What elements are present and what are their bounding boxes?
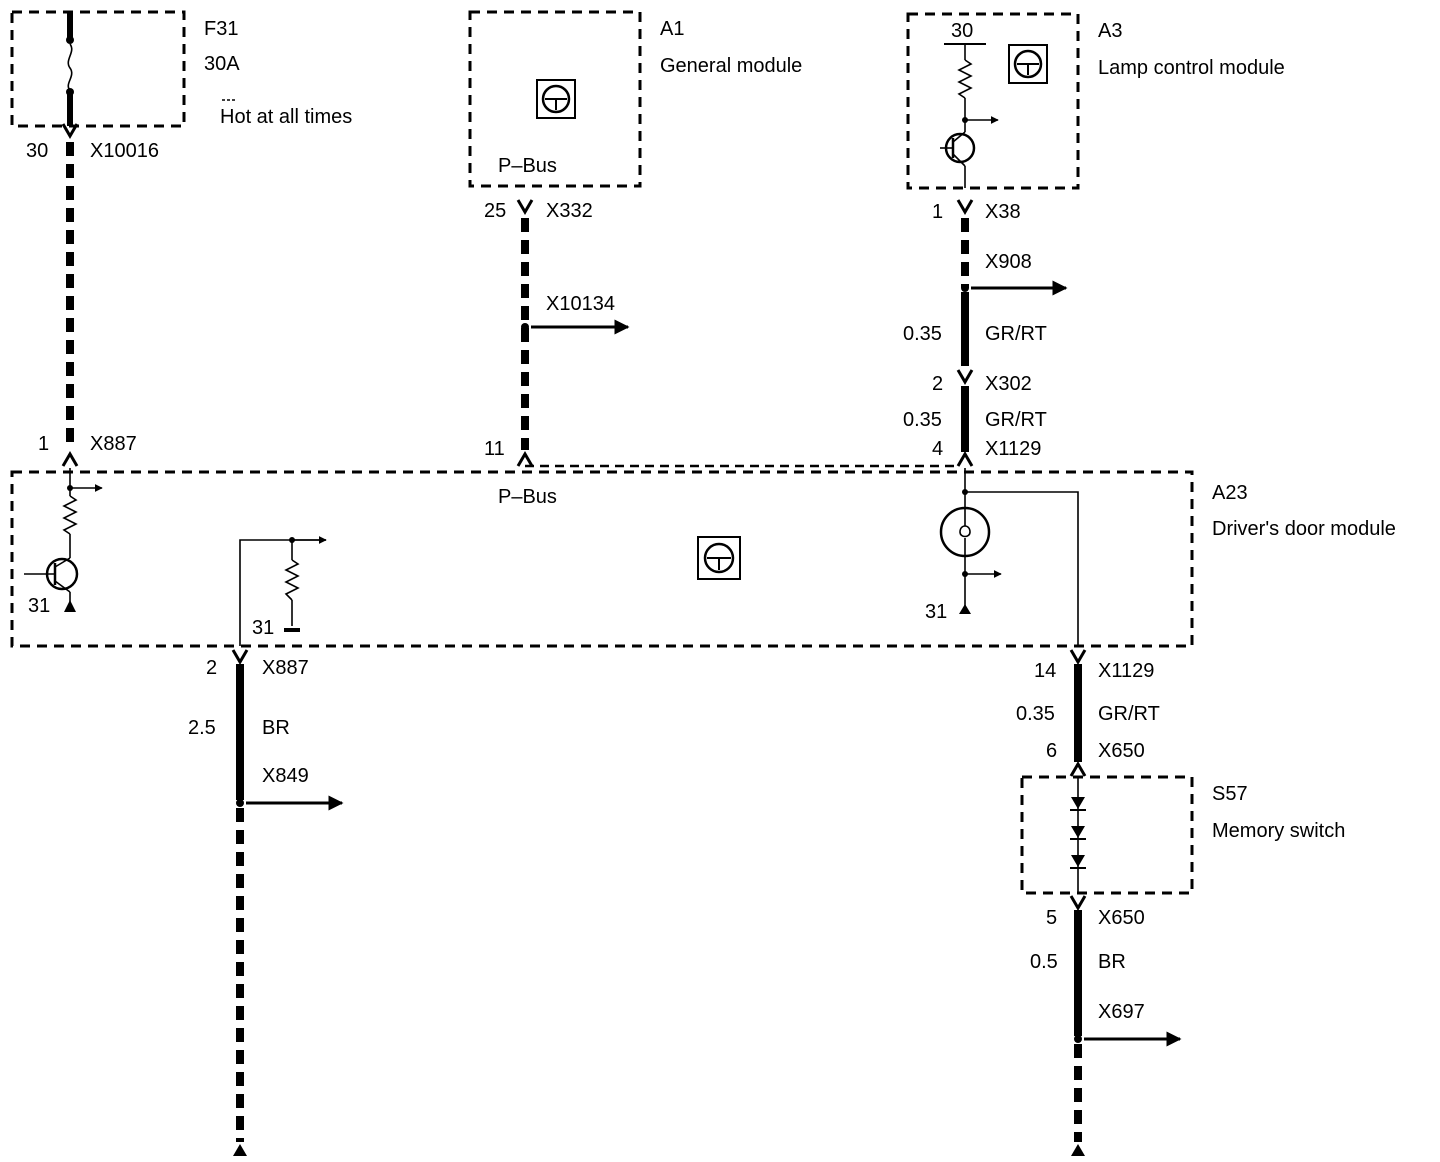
transistor-icon	[940, 131, 976, 167]
module-a1: P–Bus A1 General module	[468, 10, 802, 188]
fuse-f31-note: Hot at all times	[220, 106, 352, 128]
module-a3-id: A3	[1098, 20, 1122, 42]
ground-icon	[959, 604, 971, 614]
ground-left-label: 31	[28, 595, 50, 617]
connector-x38-pin: 1	[932, 201, 943, 223]
connector-x887-in-name: X887	[90, 433, 137, 455]
module-a23: P–Bus A23 Driver's door module 31 31	[10, 464, 1396, 648]
ground-mid-label: 31	[252, 617, 274, 639]
splice-x908-label: X908	[985, 251, 1032, 273]
splice-x10134-label: X10134	[546, 293, 615, 315]
wire-2-color: GR/RT	[985, 409, 1047, 431]
diode-icon	[1070, 826, 1086, 840]
connector-x1129-out-pin: 14	[1034, 660, 1056, 682]
module-a23-name: Driver's door module	[1212, 518, 1396, 540]
connector-x332-name: X332	[546, 200, 593, 222]
connector-x10016-name: X10016	[90, 140, 159, 162]
connector-x1129-out	[1069, 649, 1087, 665]
module-a1-name: General module	[660, 55, 802, 77]
connector-x650-out	[1069, 895, 1087, 911]
connector-x887-in	[61, 451, 79, 467]
module-a3-name: Lamp control module	[1098, 57, 1285, 79]
wire-br-0-5-color: BR	[1098, 951, 1126, 973]
resistor-icon	[62, 495, 78, 535]
diode-icon	[1070, 797, 1086, 811]
module-a3-box	[906, 12, 1080, 190]
connector-x1129-in-pin: 4	[932, 438, 943, 460]
lamp-icon	[939, 506, 991, 558]
fuse-f31: F31 30A Hot at all times	[10, 10, 352, 128]
connector-x650-out-pin: 5	[1046, 907, 1057, 929]
module-a3-terminal: 30	[951, 20, 973, 42]
fuse-symbol-icon	[67, 43, 73, 91]
splice-x849-label: X849	[262, 765, 309, 787]
connector-x650-out-name: X650	[1098, 907, 1145, 929]
control-unit-icon	[1008, 44, 1048, 84]
resistor-icon	[957, 59, 973, 99]
switch-s57: S57 Memory switch	[1020, 775, 1345, 895]
wire-br-2-5-color: BR	[262, 717, 290, 739]
connector-x650-in-name: X650	[1098, 740, 1145, 762]
connector-x1129-in	[956, 451, 974, 467]
module-a23-id: A23	[1212, 482, 1248, 504]
module-a1-box	[468, 10, 642, 188]
connector-x302	[956, 369, 974, 385]
wire-br-2-5-size: 2.5	[188, 717, 216, 739]
diode-icon	[1070, 855, 1086, 869]
connector-x332	[516, 199, 534, 215]
connector-x650-in	[1069, 761, 1087, 777]
connector-x887-in-pin: 1	[38, 433, 49, 455]
wire-br-0-5-size: 0.5	[1030, 951, 1058, 973]
connector-x887-out	[231, 649, 249, 665]
wire-1-color: GR/RT	[985, 323, 1047, 345]
switch-s57-id: S57	[1212, 783, 1248, 805]
connector-x302-name: X302	[985, 373, 1032, 395]
fuse-f31-id: F31	[204, 18, 238, 40]
ground-icon	[233, 1144, 247, 1156]
ground-right-label: 31	[925, 601, 947, 623]
connector-x302-pin: 2	[932, 373, 943, 395]
switch-s57-name: Memory switch	[1212, 820, 1345, 842]
switch-s57-box	[1020, 775, 1194, 895]
resistor-icon	[284, 559, 300, 601]
fuse-f31-box	[10, 10, 186, 128]
wire-3-color: GR/RT	[1098, 703, 1160, 725]
module-a1-bus: P–Bus	[498, 155, 557, 177]
module-a3: 30 A3 Lamp control module	[906, 12, 1285, 190]
ground-icon	[64, 600, 76, 612]
wire-2-size: 0.35	[903, 409, 942, 431]
connector-x10016	[61, 123, 79, 139]
connector-x1129-out-name: X1129	[1098, 660, 1154, 682]
connector-x332-pin: 25	[484, 200, 506, 222]
module-a23-bus: P–Bus	[498, 486, 557, 508]
module-a1-id: A1	[660, 18, 684, 40]
ground-icon	[1071, 1144, 1085, 1156]
module-a23-box	[10, 470, 1194, 648]
connector-bus-in	[516, 451, 534, 467]
connector-x887-out-pin: 2	[206, 657, 217, 679]
wire-3-size: 0.35	[1016, 703, 1055, 725]
wire-1-size: 0.35	[903, 323, 942, 345]
connector-x1129-in-name: X1129	[985, 438, 1041, 460]
connector-x650-in-pin: 6	[1046, 740, 1057, 762]
control-unit-icon	[536, 79, 576, 119]
connector-x887-out-name: X887	[262, 657, 309, 679]
connector-x10016-pin: 30	[26, 140, 48, 162]
fuse-f31-rating: 30A	[204, 53, 240, 75]
splice-x697-label: X697	[1098, 1001, 1145, 1023]
connector-x38-name: X38	[985, 201, 1021, 223]
transistor-icon	[24, 557, 79, 593]
connector-bus-in-pin: 11	[484, 438, 505, 460]
control-unit-icon	[697, 536, 741, 580]
connector-x38	[956, 199, 974, 215]
